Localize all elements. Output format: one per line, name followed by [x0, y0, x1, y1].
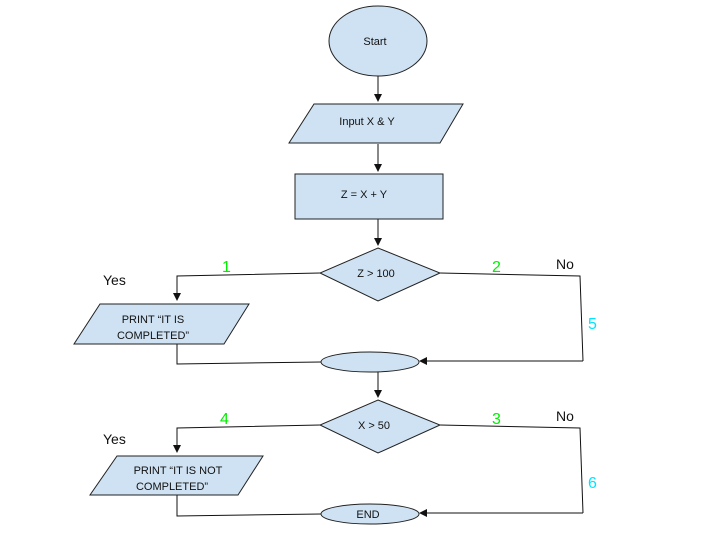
process-box[interactable]: Z = X + Y [294, 173, 444, 220]
end-label: END [356, 509, 379, 521]
print1-label-line2: COMPLETED” [117, 330, 189, 342]
decision2-label: X > 50 [358, 420, 390, 432]
edge-print2-to-end [176, 495, 322, 517]
edge-decision1-no [439, 272, 584, 362]
edge-print1-to-merge [176, 344, 322, 365]
yes-label-2: Yes [103, 431, 126, 447]
process-label: Z = X + Y [341, 189, 388, 201]
edge-decision2-no [439, 424, 584, 514]
print1-label-line1: PRINT “IT IS [122, 314, 185, 326]
edge-number-4: 4 [220, 411, 229, 428]
print2-parallelogram[interactable]: PRINT “IT IS NOT COMPLETED” [89, 455, 264, 496]
print2-label-line2: COMPLETED” [136, 481, 208, 493]
edge-number-2: 2 [492, 259, 501, 276]
end-terminal[interactable]: END [320, 503, 420, 525]
start-terminal[interactable]: Start [328, 5, 428, 77]
merge1-connector[interactable] [320, 351, 420, 373]
no-label-1: No [556, 256, 574, 272]
input-parallelogram[interactable]: Input X & Y [288, 103, 464, 144]
edge-decision2-yes [173, 424, 321, 453]
edge-number-1: 1 [222, 259, 231, 276]
yes-label-1: Yes [103, 272, 126, 288]
print1-parallelogram[interactable]: PRINT “IT IS COMPLETED” [73, 303, 250, 345]
edge-number-3: 3 [492, 411, 501, 428]
no-label-2: No [556, 408, 574, 424]
decision1-label: Z > 100 [357, 268, 395, 280]
edge-number-5: 5 [588, 316, 597, 333]
print2-label-line1: PRINT “IT IS NOT [134, 465, 223, 477]
decision1-diamond[interactable]: Z > 100 [318, 247, 442, 302]
start-label: Start [363, 36, 386, 48]
input-label: Input X & Y [339, 116, 395, 128]
edge-number-6: 6 [588, 475, 597, 492]
decision2-diamond[interactable]: X > 50 [318, 399, 442, 454]
edge-decision1-yes [173, 272, 321, 301]
